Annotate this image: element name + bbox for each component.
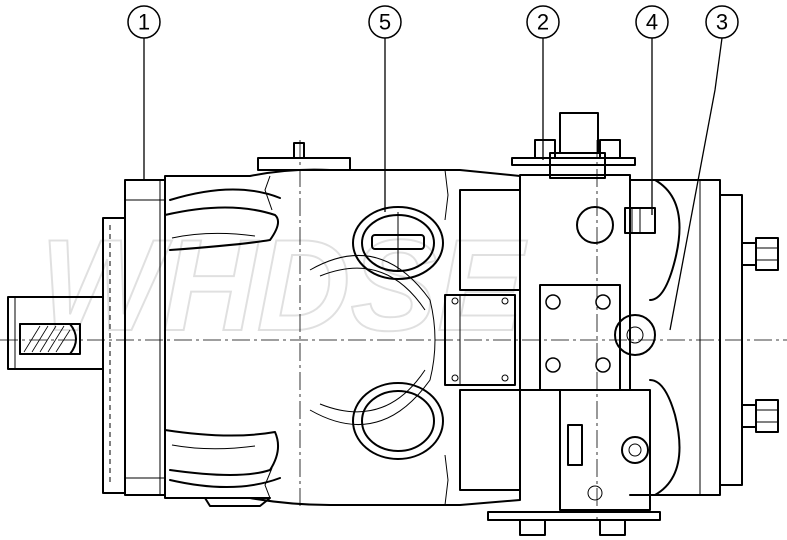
- callout-5-label: 5: [379, 10, 391, 35]
- rear-plug-lower: [741, 399, 779, 433]
- rear-plug-upper: [741, 237, 779, 271]
- callout-1-label: 1: [138, 10, 150, 35]
- leader-3: [669, 37, 723, 331]
- callout-3-label: 3: [716, 10, 728, 35]
- port-lower: [352, 382, 444, 460]
- callout-1: 1: [127, 5, 161, 39]
- drive-shaft: [7, 296, 104, 370]
- callout-5: 5: [368, 5, 402, 39]
- callout-4: 4: [635, 5, 669, 39]
- callout-2-label: 2: [537, 10, 549, 35]
- rear-cover: [629, 179, 743, 496]
- callout-2: 2: [526, 5, 560, 39]
- port-upper: [352, 206, 444, 280]
- callout-4-label: 4: [646, 10, 658, 35]
- control-valve-block: [487, 112, 661, 536]
- callout-3: 3: [705, 5, 739, 39]
- watermark-text: WHDSE: [40, 212, 527, 358]
